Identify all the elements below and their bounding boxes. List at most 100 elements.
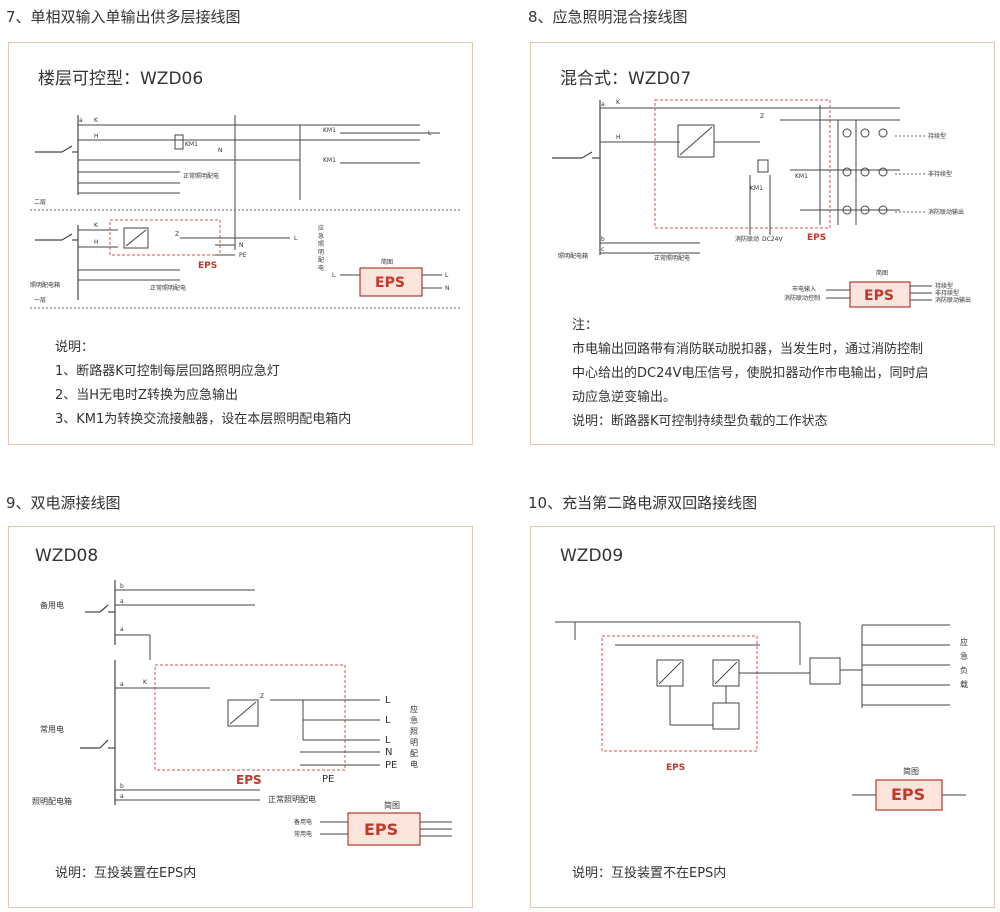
section-9-title: 9、双电源接线图 <box>6 494 121 512</box>
inverter-icon <box>677 124 715 158</box>
backup-label: 备用电 <box>294 818 312 826</box>
tag-a: a <box>79 117 83 124</box>
section-7-model: 楼层可控型：WZD06 <box>38 69 204 89</box>
tag-km1: KM1 <box>750 185 763 192</box>
normal-label: 常用电 <box>40 724 64 734</box>
section-9-notes: 说明：互投装置在EPS内 <box>55 862 196 886</box>
tag-l: L <box>385 695 391 706</box>
tag-n: N <box>445 285 450 292</box>
eps-label: EPS <box>807 233 826 243</box>
eps-box-label: EPS <box>891 785 925 804</box>
eps-label: EPS <box>198 261 217 271</box>
lamp-icon <box>842 167 852 177</box>
note-line: 1、断路器K可控制每层回路照明应急灯 <box>55 364 280 379</box>
lamp-icon <box>860 205 870 215</box>
tag-km1: KM1 <box>323 157 336 164</box>
mains-in-label: 市电输入 <box>792 285 816 293</box>
eps-dashed-box <box>654 99 831 229</box>
tag-h: H <box>616 134 621 141</box>
backup-label: 备用电 <box>40 600 64 610</box>
note-line: 说明： <box>55 340 95 355</box>
section-10-title: 10、充当第二路电源双回路接线图 <box>528 494 758 512</box>
simple-label: 简图 <box>381 258 393 266</box>
eps-box-label: EPS <box>375 275 405 291</box>
non-continuous-label: 非持续型 <box>928 170 952 178</box>
tag-n: N <box>239 242 244 249</box>
tag-b: b <box>120 783 124 790</box>
note-line: 说明：断路器K可控制持续型负载的工作状态 <box>572 414 828 429</box>
eps-box <box>875 779 943 811</box>
section-10-model: WZD09 <box>560 546 624 566</box>
km1-coil-icon <box>174 134 184 150</box>
tag-k: K <box>143 679 148 686</box>
simple-label: 简图 <box>903 766 919 776</box>
section-8-notes: 注： 市电输出回路带有消防联动脱扣器，当发生时，通过消防控制 中心给出的DC24… <box>572 314 929 434</box>
km1-coil-icon <box>757 159 769 173</box>
floor-1-label: 一层 <box>34 297 46 304</box>
tag-l: L <box>385 715 391 726</box>
tag-l: L <box>428 130 432 137</box>
note-line: 中心给出的DC24V电压信号，使脱扣器动作市电输出，同时启 <box>572 366 929 381</box>
battery-icon <box>712 702 740 730</box>
tag-l: L <box>385 735 391 746</box>
tag-k: K <box>94 222 99 229</box>
tag-k: K <box>94 117 99 124</box>
panel-box-label: 照明配电箱 <box>30 281 60 289</box>
note-line: 市电输出回路带有消防联动脱扣器，当发生时，通过消防控制 <box>572 342 924 357</box>
lamp-icon <box>860 128 870 138</box>
eps-dashed-box <box>154 664 346 771</box>
tag-a: a <box>120 626 124 633</box>
tag-k: K <box>616 99 621 106</box>
tag-a: a <box>601 101 605 108</box>
non-continuous-label: 非持续型 <box>935 289 959 297</box>
normal-label: 常用电 <box>294 830 312 838</box>
tag-b: b <box>601 236 605 243</box>
floor-2-label: 二层 <box>34 199 46 206</box>
eps-box <box>849 281 911 308</box>
fire-link-label: 消防联动 <box>735 235 759 243</box>
tag-l: L <box>294 235 298 242</box>
continuous-label: 持续型 <box>928 132 946 140</box>
eps-dashed-box <box>601 635 758 752</box>
simple-label: 简图 <box>876 269 888 277</box>
tag-z: Z <box>260 693 264 700</box>
normal-lighting-label: 正常照明配电 <box>150 284 186 292</box>
lamp-icon <box>842 128 852 138</box>
tag-c: c <box>601 246 604 253</box>
section-10-panel <box>530 526 995 908</box>
fire-output-label: 消防联动输出 <box>928 208 964 216</box>
eps-label: EPS <box>666 763 685 773</box>
tag-pe: PE <box>385 760 397 771</box>
dc24v-label: DC24V <box>762 236 783 243</box>
note-line: 2、当H无电时Z转换为应急输出 <box>55 388 238 403</box>
section-7-panel <box>8 42 473 445</box>
normal-lighting-label: 正常照明配电 <box>268 794 316 804</box>
section-8-title: 8、应急照明混合接线图 <box>528 8 688 26</box>
tag-km1: KM1 <box>323 127 336 134</box>
vertical-label: 应急照明配电 <box>318 224 324 272</box>
eps-box-label: EPS <box>364 820 398 839</box>
section-10-notes: 说明：互投装置不在EPS内 <box>572 862 726 886</box>
tag-n: N <box>218 147 223 154</box>
lamp-icon <box>860 167 870 177</box>
normal-lighting-label: 正常照明配电 <box>654 254 690 262</box>
eps-box-label: EPS <box>864 288 894 304</box>
panel-box-label: 照明配电箱 <box>32 796 72 806</box>
section-9-model: WZD08 <box>35 546 99 566</box>
tag-n: N <box>385 747 392 758</box>
note-line: 说明：互投装置在EPS内 <box>55 866 197 881</box>
tag-km1: KM1 <box>795 173 808 180</box>
tag-z: Z <box>760 113 764 120</box>
eps-label: EPS <box>236 773 262 787</box>
continuous-label: 持续型 <box>935 282 953 290</box>
fire-output-label: 消防联动输出 <box>935 296 971 304</box>
transfer-switch-icon <box>809 657 841 685</box>
lamp-icon <box>842 205 852 215</box>
note-line: 3、KM1为转换交流接触器，设在本层照明配电箱内 <box>55 412 352 427</box>
tag-km1: KM1 <box>185 141 198 148</box>
tag-pe: PE <box>322 774 334 785</box>
lamp-icon <box>878 167 888 177</box>
